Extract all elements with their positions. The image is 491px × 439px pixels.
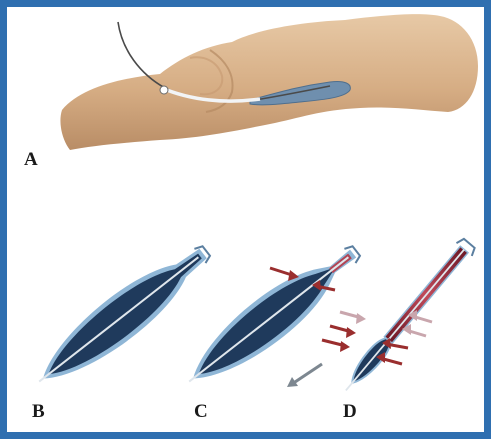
arrow-icon <box>340 341 350 352</box>
panel-label-c: C <box>194 402 208 421</box>
panel-label-a: A <box>24 150 38 169</box>
panel-b-vein <box>25 233 219 399</box>
arrow-icon <box>356 313 366 324</box>
arrow-icon <box>346 327 356 338</box>
panel-a-leg <box>60 14 478 150</box>
leg-shape <box>60 14 478 150</box>
catheter-entry <box>160 86 168 94</box>
catheter-in-vein <box>39 257 198 381</box>
panel-label-d: D <box>343 402 357 421</box>
catheter-in-vein <box>189 257 348 381</box>
arrow-icon <box>292 364 322 384</box>
panel-label-b: B <box>32 402 45 421</box>
